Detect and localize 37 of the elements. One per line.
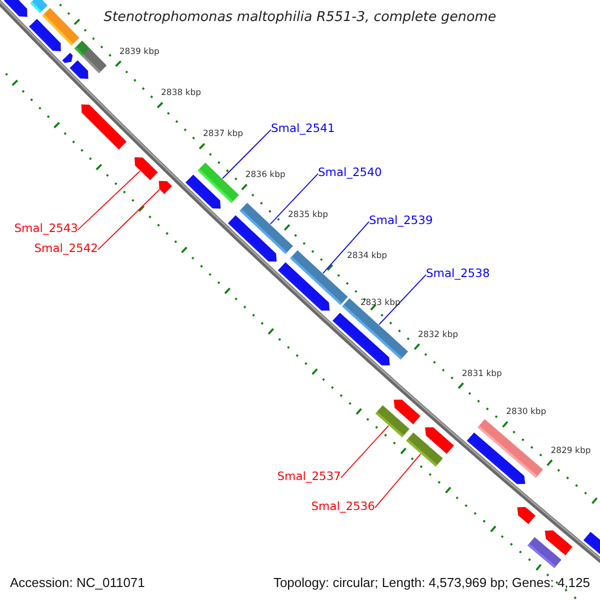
leader-line (270, 173, 318, 225)
gene-block (198, 162, 239, 203)
accession-text: Accession: NC_011071 (10, 575, 145, 590)
gene-feature (158, 180, 172, 194)
leader-line (98, 189, 160, 250)
chart-title: Stenotrophomonas maltophilia R551-3, complete genome (104, 9, 496, 25)
tick-label: 2837 kbp (203, 129, 244, 140)
tick-label: 2839 kbp (119, 46, 160, 57)
leader-line (222, 129, 272, 179)
tick-label: 2830 kbp (506, 407, 546, 418)
gene-label: Smal_2541 (271, 121, 335, 135)
tick-label: 2836 kbp (245, 170, 286, 180)
tick-label: 2838 kbp (161, 88, 202, 98)
leader-line (378, 274, 426, 326)
gene-feature (134, 157, 158, 180)
leader-line (78, 170, 141, 230)
gene-label: Smal_2538 (426, 266, 490, 280)
tick-label: 2832 kbp (418, 330, 458, 340)
tick-label: 2835 kbp (288, 210, 328, 220)
gene-label: Smal_2543 (14, 221, 78, 235)
gene-label: Smal_2542 (34, 241, 98, 255)
gene-label: Smal_2537 (277, 469, 341, 483)
gene-block (406, 432, 443, 467)
gene-block (375, 405, 410, 438)
leader-line (374, 454, 422, 508)
gene-label: Smal_2539 (369, 213, 433, 227)
tick-label: 2833 kbp (360, 298, 400, 308)
tick-label: 2831 kbp (462, 368, 502, 379)
gene-block (290, 250, 348, 305)
gene-label: Smal_2536 (311, 499, 375, 513)
gene-label: Smal_2540 (318, 165, 382, 179)
leader-line (322, 221, 370, 274)
tick-label: 2829 kbp (550, 446, 591, 456)
tick-label: 2834 kbp (347, 250, 388, 260)
gene-block (342, 298, 408, 360)
leader-line (340, 425, 389, 478)
genome-info-text: Topology: circular; Length: 4,573,969 bp; Genes: 4,125 (273, 575, 590, 590)
